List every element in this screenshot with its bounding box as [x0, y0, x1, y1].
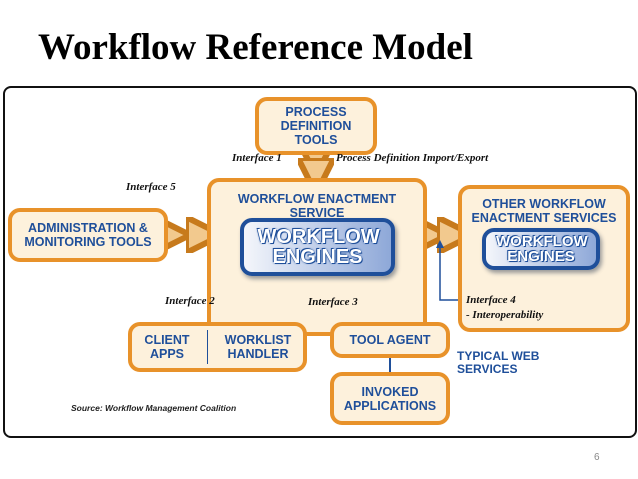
box-label: WORKFLOW ENACTMENT SERVICE [237, 192, 397, 220]
tool-agent-box: TOOL AGENT [330, 322, 450, 358]
source-label: Source: Workflow Management Coalition [71, 403, 237, 413]
process-definition-tools-box: PROCESS DEFINITION TOOLS [255, 97, 377, 155]
diagram-frame [3, 86, 637, 438]
interface4-pointer [439, 245, 458, 301]
workflow-engines-box: WORKFLOW ENGINES [240, 218, 395, 276]
box-label: TOOL AGENT [349, 333, 431, 347]
interoperability-label: - Interoperability [466, 309, 544, 321]
interface4-label: Interface 4 [466, 294, 516, 306]
admin-monitoring-tools-box: ADMINISTRATION & MONITORING TOOLS [8, 208, 168, 262]
box-label: INVOKED APPLICATIONS [343, 384, 437, 413]
invoked-applications-box: INVOKED APPLICATIONS [330, 372, 450, 425]
interface5-label: Interface 5 [126, 181, 176, 193]
box-label: WORKFLOW ENGINES [257, 226, 380, 268]
interface1-label: Interface 1 [232, 152, 282, 164]
interface2-label: Interface 2 [165, 295, 215, 307]
client-apps-label: CLIENT APPS [144, 333, 190, 361]
interface3-label: Interface 3 [308, 296, 358, 308]
client-worklist-box: CLIENT APPS WORKLIST HANDLER [128, 322, 307, 372]
import-export-label: Process Definition Import/Export [336, 152, 489, 164]
box-label: PROCESS DEFINITION TOOLS [280, 105, 352, 147]
box-label: WORKFLOW ENGINES [496, 233, 588, 265]
box-label: ADMINISTRATION & MONITORING TOOLS [24, 221, 152, 249]
divider [207, 330, 208, 364]
worklist-handler-label: WORKLIST HANDLER [224, 333, 292, 361]
box-label: OTHER WORKFLOW ENACTMENT SERVICES [471, 197, 617, 225]
typical-web-services-label: TYPICAL WEB SERVICES [457, 349, 540, 376]
page-number: 6 [594, 452, 600, 463]
slide-title: Workflow Reference Model [38, 27, 473, 68]
other-workflow-engines-box: WORKFLOW ENGINES [482, 228, 600, 270]
